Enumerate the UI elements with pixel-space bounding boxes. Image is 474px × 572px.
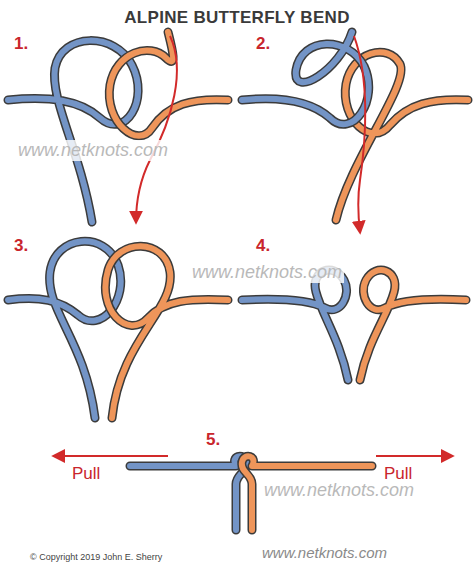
watermark: www.netknots.com <box>16 140 170 161</box>
watermark: www.netknots.com <box>262 480 416 501</box>
copyright-note: © Copyright 2019 John E. Sherry <box>30 552 162 562</box>
step-number: 5. <box>206 430 220 450</box>
watermark: www.netknots.com <box>190 262 344 283</box>
step-number: 3. <box>14 236 28 256</box>
diagram-title: ALPINE BUTTERFLY BEND <box>0 8 474 28</box>
step-number: 4. <box>256 236 270 256</box>
step-number: 2. <box>256 34 270 54</box>
watermark: www.netknots.com <box>262 544 387 561</box>
step-five <box>54 456 452 530</box>
step-two <box>242 32 468 232</box>
step-number: 1. <box>14 34 28 54</box>
step-four <box>242 270 466 380</box>
pull-label: Pull <box>72 464 100 484</box>
step-one <box>8 32 228 222</box>
